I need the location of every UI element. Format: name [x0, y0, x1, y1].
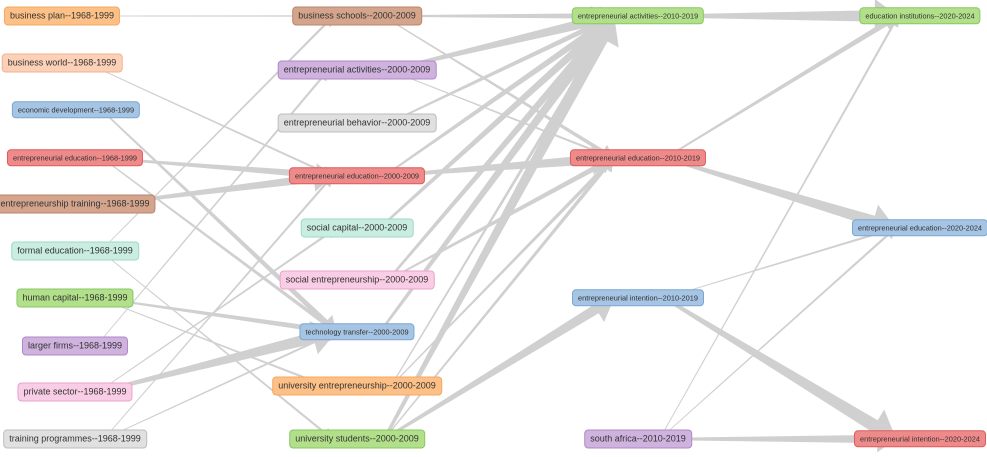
edge-entre-edu-1968-to-tech-transfer-2000: [101, 157, 337, 332]
edge-entre-activities-2000-to-entre-activities-2010: [388, 6, 615, 72]
topic-node-univ-students-2000[interactable]: university students--2000-2009: [289, 429, 425, 449]
topic-node-social-capital-2000[interactable]: social capital--2000-2009: [300, 218, 414, 238]
topic-node-larger-firms-1968[interactable]: larger firms--1968-1999: [21, 336, 129, 356]
edge-south-africa-2010-to-entre-edu-2020: [659, 228, 896, 440]
edge-business-world-1968-to-entre-edu-2000: [86, 62, 333, 178]
edge-entre-behavior-2000-to-entre-activities-2010: [388, 13, 615, 124]
topic-node-business-plan-1968[interactable]: business plan--1968-1999: [3, 6, 121, 26]
topic-node-south-africa-2010[interactable]: south africa--2010-2019: [584, 429, 692, 449]
edge-entre-activities-2010-to-edu-institutions-2020: [664, 0, 899, 34]
topic-node-entre-edu-2020[interactable]: entrepreneurial education--2020-2024: [851, 219, 987, 237]
edge-tech-transfer-2000-to-entre-activities-2010: [379, 16, 615, 333]
edge-business-schools-2000-to-entre-activities-2010: [383, 6, 615, 26]
edge-south-africa-2010-to-entre-intention-2020: [659, 425, 897, 453]
edge-training-prog-1968-to-tech-transfer-2000: [103, 330, 337, 440]
edge-larger-firms-1968-to-entre-activities-2000: [95, 70, 329, 347]
edge-entre-edu-2010-to-edu-institutions-2020: [664, 15, 899, 159]
edge-private-sector-1968-to-social-capital-2000: [97, 228, 337, 393]
edge-social-entre-2000-to-entre-activities-2010: [387, 16, 615, 281]
topic-node-business-schools-2000[interactable]: business schools--2000-2009: [292, 6, 422, 26]
edge-social-capital-2000-to-entre-activities-2010: [378, 16, 615, 229]
topic-node-edu-institutions-2020[interactable]: education institutions--2020-2024: [859, 7, 981, 25]
edge-univ-students-2000-to-entre-intention-2010: [383, 296, 615, 441]
edge-human-capital-1968-to-tech-transfer-2000: [98, 297, 337, 340]
edge-univ-students-2000-to-entre-activities-2010: [382, 16, 619, 440]
topic-node-univ-entre-2000[interactable]: university entrepreneurship--2000-2009: [272, 376, 442, 396]
topic-node-entre-edu-2000[interactable]: entrepreneurial education--2000-2009: [288, 167, 426, 185]
edge-entre-intention-2010-to-entre-edu-2020: [664, 225, 896, 299]
edge-human-capital-1968-to-univ-entre-2000: [98, 297, 327, 388]
edge-training-prog-1968-to-entre-edu-2000: [103, 176, 333, 440]
topic-node-entre-intention-2010[interactable]: entrepreneurial intention--2010-2019: [572, 289, 704, 307]
topic-node-entre-behavior-2000[interactable]: entrepreneurial behavior--2000-2009: [277, 113, 437, 133]
edge-entre-edu-2000-to-entre-activities-2010: [383, 16, 615, 177]
topic-node-training-prog-1968[interactable]: training programmes--1968-1999: [3, 429, 147, 449]
topic-node-tech-transfer-2000[interactable]: technology transfer--2000-2009: [299, 323, 415, 341]
edge-univ-students-2000-to-entre-edu-2010: [383, 158, 614, 440]
topic-node-formal-edu-1968[interactable]: formal education--1968-1999: [11, 241, 139, 261]
topic-node-entre-intention-2020[interactable]: entrepreneurial intention--2020-2024: [854, 430, 986, 448]
topic-node-entre-training-1968[interactable]: entrepreneurship training--1968-1999: [0, 194, 156, 214]
edge-private-sector-1968-to-tech-transfer-2000: [97, 321, 337, 394]
edge-formal-edu-1968-to-business-schools-2000: [100, 16, 334, 252]
edge-south-africa-2010-to-edu-institutions-2020: [659, 16, 899, 440]
topic-node-business-world-1968[interactable]: business world--1968-1999: [1, 53, 123, 73]
edge-economic-dev-1968-to-tech-transfer-2000: [101, 109, 337, 333]
topic-node-social-entre-2000[interactable]: social entrepreneurship--2000-2009: [279, 270, 435, 290]
topic-node-private-sector-1968[interactable]: private sector--1968-1999: [17, 382, 133, 402]
topic-node-entre-edu-2010[interactable]: entrepreneurial education--2010-2019: [569, 149, 707, 167]
topic-node-entre-activities-2010[interactable]: entrepreneurial activities--2010-2019: [571, 7, 705, 25]
edge-entre-intention-2010-to-entre-intention-2020: [663, 296, 897, 442]
topic-node-economic-dev-1968[interactable]: economic development--1968-1999: [11, 101, 141, 119]
topic-node-entre-edu-1968[interactable]: entrepreneurial education--1968-1999: [6, 149, 144, 167]
topic-node-entre-activities-2000[interactable]: entrepreneurial activities--2000-2009: [277, 60, 437, 80]
edge-entre-training-1968-to-entre-edu-2000: [107, 165, 333, 206]
edge-entre-edu-2010-to-entre-edu-2020: [664, 156, 896, 238]
topic-node-human-capital-1968[interactable]: human capital--1968-1999: [16, 288, 134, 308]
